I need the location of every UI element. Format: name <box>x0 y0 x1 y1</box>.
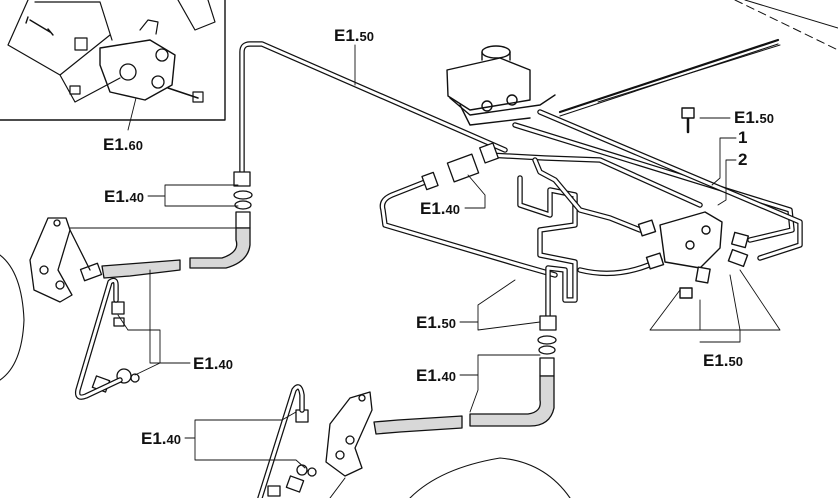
callout-center-e150: E1.50 <box>416 314 456 332</box>
brake-pipe-bottom-loop <box>257 384 305 498</box>
callout-inset-e160: E1.60 <box>103 136 143 154</box>
brake-pipes-right <box>512 109 803 261</box>
item-number-1: 1 <box>738 128 748 147</box>
callout-main: E1. <box>416 313 442 332</box>
callout-right-e150: E1.50 <box>734 109 774 127</box>
brake-junction <box>637 107 750 299</box>
brake-pipe-left-loop <box>74 277 123 400</box>
pipe-nut-upper <box>233 171 251 187</box>
callout-main: E1. <box>193 354 219 373</box>
leader-lines <box>69 44 781 469</box>
master-cylinder <box>446 45 556 126</box>
callout-sub: 50 <box>728 354 743 369</box>
callout-sub: 40 <box>129 190 144 205</box>
inset-detail <box>0 0 226 131</box>
callout-sub: 40 <box>441 369 456 384</box>
callout-main: E1. <box>703 351 729 370</box>
callout-bottom-right-e150: E1.50 <box>703 352 743 370</box>
callout-main: E1. <box>104 187 130 206</box>
callout-sub: 40 <box>445 202 460 217</box>
callout-sub: 50 <box>759 111 774 126</box>
callout-main: E1. <box>103 135 129 154</box>
callout-left-e140-upper: E1.40 <box>104 188 144 206</box>
callout-sub: 50 <box>441 316 456 331</box>
caliper-left <box>29 217 91 303</box>
callout-bottom-e140: E1.40 <box>141 430 181 448</box>
callout-main: E1. <box>416 366 442 385</box>
callout-left-e140-lower: E1.40 <box>193 355 233 373</box>
caliper-bottom <box>325 391 373 477</box>
callout-sub: 40 <box>166 432 181 447</box>
callout-sub: 60 <box>128 138 143 153</box>
item-number-2: 2 <box>738 150 748 169</box>
callout-main: E1. <box>420 199 446 218</box>
callout-sub: 40 <box>218 357 233 372</box>
callout-main: E1. <box>734 108 760 127</box>
brake-pipe-top <box>239 41 508 179</box>
callout-top-e150: E1.50 <box>334 27 374 45</box>
brake-hoses <box>101 227 555 435</box>
callout-main: E1. <box>141 429 167 448</box>
brake-pipe-loops <box>379 152 703 321</box>
callout-center-e140-lower: E1.40 <box>416 367 456 385</box>
callout-center-e140: E1.40 <box>420 200 460 218</box>
callout-main: E1. <box>334 26 360 45</box>
callout-sub: 50 <box>359 29 374 44</box>
